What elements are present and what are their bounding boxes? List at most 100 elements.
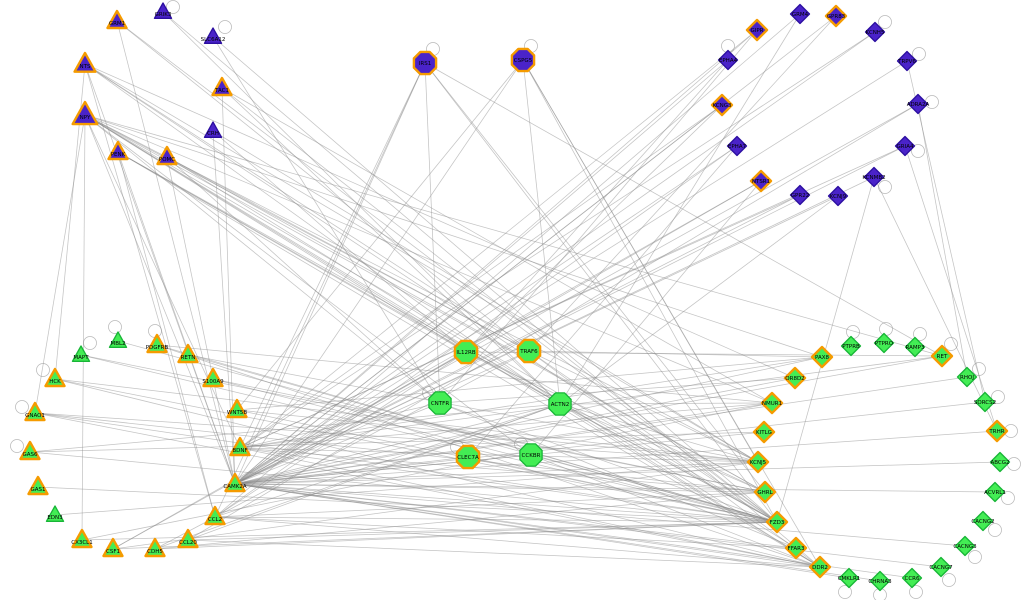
node-ACTN2[interactable] [548,392,572,416]
node-GAS6[interactable] [19,440,41,461]
node-CSF1[interactable] [102,537,124,558]
triangle-shape [24,401,46,422]
edge-EPHA4-IL12RB [465,59,729,353]
node-TAC1[interactable] [211,76,233,97]
node-NMUR1[interactable] [760,391,784,415]
node-POMC[interactable] [156,145,178,166]
edge-CAMK2A-KCNJ5 [234,461,759,485]
self-loop-RHOJ [972,362,986,376]
node-GPR83[interactable] [824,4,848,28]
node-PAX8[interactable] [810,345,834,369]
node-CCL20[interactable] [177,528,199,549]
node-SORCS2[interactable] [974,391,996,413]
node-TRHR[interactable] [985,419,1009,443]
node-S100A9[interactable] [202,367,224,388]
node-RAMP3[interactable] [904,336,926,358]
node-GRIA4[interactable] [894,135,916,157]
node-PTPRB[interactable] [840,335,862,357]
edge-KCNG3-CAMK2A [234,104,723,485]
diamond-shape [789,184,811,206]
node-CCR6[interactable] [901,567,923,589]
triangle-shape [226,398,248,419]
triangle-shape [102,537,124,558]
edge-PENK-CCL2 [117,151,216,518]
edge-RETN-FZD3 [187,354,778,523]
node-GNAO1[interactable] [24,401,46,422]
node-SLC6A12[interactable] [203,27,223,44]
node-BDNF[interactable] [229,436,251,457]
node-CX3CL1[interactable] [71,528,93,549]
edge-GNAO1-FZD3 [34,412,778,523]
node-CACNG7[interactable] [930,556,952,578]
node-GPR22[interactable] [789,184,811,206]
node-KCNJ5[interactable] [746,450,770,474]
node-ACVRL1[interactable] [984,481,1006,503]
node-GIPR[interactable] [745,18,769,42]
node-PTPRO[interactable] [873,332,895,354]
self-loop-SORCS2 [991,390,1005,404]
node-NTSR1[interactable] [749,169,773,193]
node-CSPG5[interactable] [510,47,536,73]
edge-CDH5-GHRL [154,491,766,550]
node-GRIK3[interactable] [153,2,173,19]
edge-NTS-TRAF6 [84,63,530,352]
diamond-shape [745,18,769,42]
edge-GRIK3-DDR2 [162,11,821,568]
node-CLEC7A[interactable] [455,444,481,470]
node-NPY[interactable] [71,100,99,126]
node-KITLG[interactable] [752,420,776,444]
node-TRPV6[interactable] [896,50,918,72]
node-FFAR3[interactable] [784,536,808,560]
node-NTS[interactable] [73,51,97,73]
node-ABCG2[interactable] [989,451,1011,473]
node-HCK[interactable] [44,367,66,388]
node-TRAF6[interactable] [516,338,542,364]
node-DDR2[interactable] [808,555,832,579]
node-KCNMB2[interactable] [863,166,885,188]
node-KCNG3[interactable] [710,93,734,117]
edge-S100A9-GHRL [212,378,766,493]
node-EPHA4[interactable] [717,49,739,71]
node-MAPT[interactable] [71,345,91,362]
node-RET[interactable] [930,344,954,368]
node-IL12RB[interactable] [453,339,479,365]
edge-PENK-CAMK2A [117,151,236,485]
edge-GNAO1-GHRL [34,412,766,493]
node-FZD3[interactable] [765,510,789,534]
octagon-shape [455,444,481,470]
node-CCKBR[interactable] [519,443,543,467]
node-EDN3[interactable] [45,505,65,522]
triangle-shape [27,475,49,496]
node-ADRA2A[interactable] [907,93,929,115]
self-loop-CACNG3 [968,550,982,564]
node-GAS1[interactable] [27,475,49,496]
node-CNTFR[interactable] [428,391,452,415]
node-CMKLR1[interactable] [838,567,860,589]
node-CRH[interactable] [203,121,223,138]
node-MBL2[interactable] [108,331,128,348]
node-PENK[interactable] [107,140,129,161]
node-EPHA7[interactable] [726,135,748,157]
self-loop-CACNG7 [942,573,956,587]
node-KCNJ9[interactable] [827,185,849,207]
node-GHRL[interactable] [753,480,777,504]
node-CHRNA3[interactable] [869,570,891,592]
node-CCL2[interactable] [204,505,226,526]
node-RETN[interactable] [177,343,199,364]
edge-CCL2-DDR2 [214,516,821,568]
node-GRM4[interactable] [789,3,811,25]
triangle-shape [144,537,166,558]
node-KCNH5[interactable] [864,21,886,43]
node-IRS1[interactable] [412,50,438,76]
node-GRM1[interactable] [106,9,128,30]
node-CAMK2A[interactable] [224,472,246,493]
node-OR8D2[interactable] [783,366,807,390]
edge-IL12RB-CAMK2A [234,351,467,485]
node-WNT5B[interactable] [226,398,248,419]
node-PDGFRB[interactable] [146,333,168,354]
node-CDH5[interactable] [144,537,166,558]
node-RHOJ[interactable] [956,366,978,388]
node-CACNG2[interactable] [972,510,994,532]
node-CACNG3[interactable] [954,535,976,557]
